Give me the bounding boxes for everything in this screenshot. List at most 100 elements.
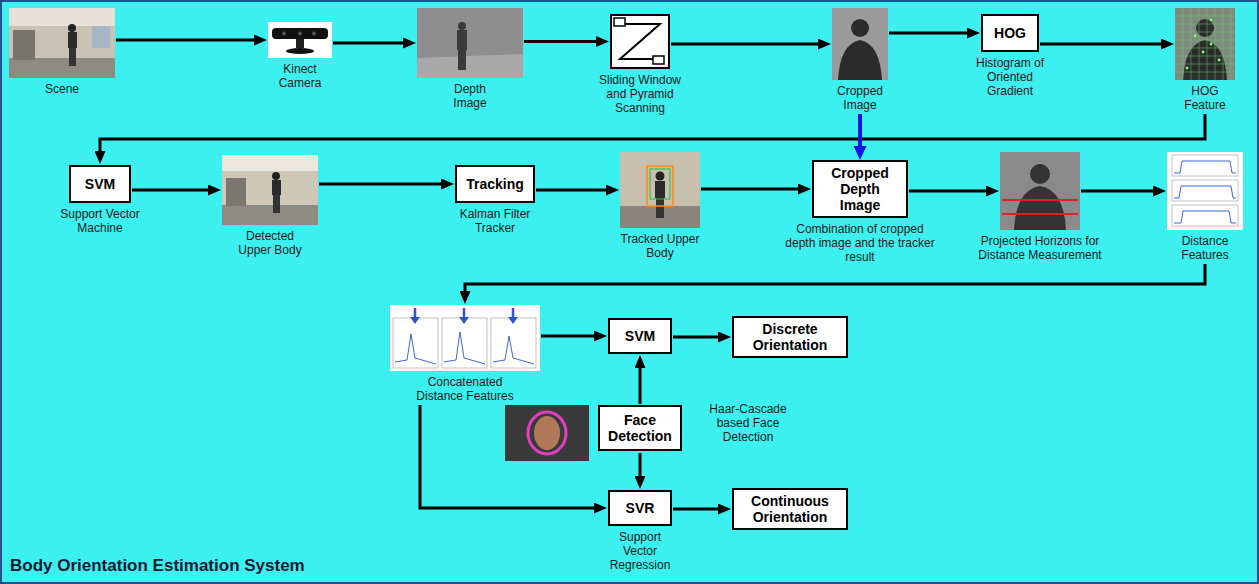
caption: Histogram of Oriented Gradient	[970, 56, 1050, 98]
sliding-window-icon-part	[610, 14, 670, 69]
scene-photo-part	[9, 8, 115, 26]
flow-arrow	[100, 114, 1205, 156]
kinect-photo-part	[286, 48, 314, 54]
distance-features-plot-part	[1174, 211, 1236, 223]
icon-node: Sliding Window and Pyramid Scanning	[592, 14, 688, 115]
picture-frame	[268, 22, 332, 58]
face-photo-part	[528, 412, 566, 454]
depth-image-part	[458, 22, 466, 30]
process-box: SVM	[69, 165, 131, 203]
box-text: SVM	[85, 176, 115, 192]
distance-features-plot-part	[1174, 161, 1236, 173]
caption: Kinect Camera	[270, 62, 330, 90]
caption: Support Vector Regression	[605, 530, 675, 572]
hog-feature-image-part	[1202, 51, 1205, 54]
process-box-node: SVM Support Vector Machine	[55, 165, 145, 235]
blue-arrow	[858, 114, 862, 151]
box-text: Continuous Orientation	[739, 493, 841, 525]
distance-features-plot-part	[1174, 186, 1236, 198]
kinect-photo-part	[272, 28, 328, 39]
kinect-photo-part	[268, 22, 332, 58]
sliding-window-icon-part	[614, 18, 625, 26]
caption: Concatenated Distance Features	[415, 375, 515, 403]
picture-node: Distance Features	[1167, 152, 1243, 262]
picture-node: Kinect Camera	[268, 22, 332, 90]
picture-node: Detected Upper Body	[222, 155, 318, 257]
depth-image-part	[417, 54, 523, 78]
box-text: HOG	[994, 25, 1026, 41]
distance-features-plot-part	[1167, 152, 1243, 230]
flow-arrow	[673, 508, 723, 511]
flow-arrow	[524, 40, 601, 43]
caption: Sliding Window and Pyramid Scanning	[592, 73, 688, 115]
concatenated-features-plot-part	[395, 334, 436, 364]
caption: Support Vector Machine	[55, 207, 145, 235]
scene-photo-part	[92, 26, 110, 48]
detected-upper-body-photo-part	[226, 178, 246, 206]
flow-arrow	[1081, 190, 1158, 193]
picture-node: Tracked Upper Body	[620, 152, 700, 260]
process-box-node: TrackingKalman Filter Tracker	[455, 165, 535, 235]
picture-frame	[832, 8, 888, 80]
process-box-node: Discrete Orientation	[732, 316, 848, 358]
cropped-image	[832, 8, 888, 80]
scene-photo-part	[68, 24, 76, 32]
flow-arrow	[536, 189, 611, 192]
caption: Projected Horizons for Distance Measurem…	[970, 234, 1110, 262]
tracked-upper-body-photo-part	[656, 198, 664, 218]
projected-horizons-image-part	[1000, 152, 1080, 230]
process-box-node: HOG Histogram of Oriented Gradient	[970, 14, 1050, 98]
kinect-photo-part	[312, 32, 316, 36]
depth-image-part	[457, 30, 467, 50]
picture-node: Cropped Image	[830, 8, 890, 112]
detected-upper-body-photo	[222, 155, 318, 225]
flow-arrow	[541, 335, 599, 338]
tracked-upper-body-photo-part	[650, 169, 670, 199]
tracked-upper-body-photo-part	[647, 166, 673, 206]
depth-image-part	[417, 8, 523, 78]
flow-arrow	[701, 188, 803, 191]
distance-features-plot-part	[1172, 155, 1238, 176]
concatenated-features-plot-part	[493, 336, 534, 364]
sliding-window-icon-part	[618, 24, 662, 59]
process-box: SVM	[608, 318, 672, 354]
box-text: Cropped Depth Image	[819, 165, 901, 213]
diagram-title: Body Orientation Estimation System	[10, 556, 305, 576]
flow-arrow	[116, 39, 259, 42]
concatenated-features-plot-part	[415, 308, 513, 318]
scene-photo	[9, 8, 115, 78]
process-box-node: SVM	[608, 318, 672, 354]
box-text: SVM	[625, 328, 655, 344]
distance-features-plot-part	[1172, 180, 1238, 201]
detected-upper-body-photo-part	[272, 172, 280, 180]
process-box: Tracking	[455, 165, 535, 203]
flow-arrow	[465, 264, 1205, 296]
box-text: Discrete Orientation	[739, 321, 841, 353]
tracked-upper-body-photo-part	[655, 181, 665, 198]
caption: Scene	[12, 82, 112, 96]
detected-upper-body-photo-part	[222, 155, 318, 171]
cropped-image-part	[851, 19, 869, 37]
concatenated-features-plot-part	[410, 317, 518, 324]
picture-frame	[9, 8, 115, 78]
caption: HOG Feature	[1175, 84, 1235, 112]
flow-arrow	[639, 363, 642, 404]
picture-node: Scene	[9, 8, 115, 96]
kinect-photo-part	[298, 32, 302, 36]
flow-arrow	[639, 453, 642, 481]
process-box-node: Face Detection	[598, 405, 682, 451]
hog-feature-image-part	[1186, 67, 1189, 70]
flow-arrow	[673, 336, 723, 339]
hog-feature-image-part	[1210, 43, 1213, 46]
face-photo-part	[505, 405, 589, 461]
picture-frame	[417, 8, 523, 78]
flow-arrow	[132, 189, 213, 192]
caption: Distance Features	[1170, 234, 1240, 262]
hog-feature-image-part	[1183, 40, 1227, 80]
flow-arrow	[1040, 43, 1166, 46]
projected-horizons-image-part	[1002, 200, 1078, 214]
flow-arrow	[909, 190, 991, 193]
hog-feature-image-part	[1194, 35, 1197, 38]
concatenated-features-plot-part	[491, 318, 536, 368]
tracked-upper-body-photo-part	[656, 172, 665, 181]
